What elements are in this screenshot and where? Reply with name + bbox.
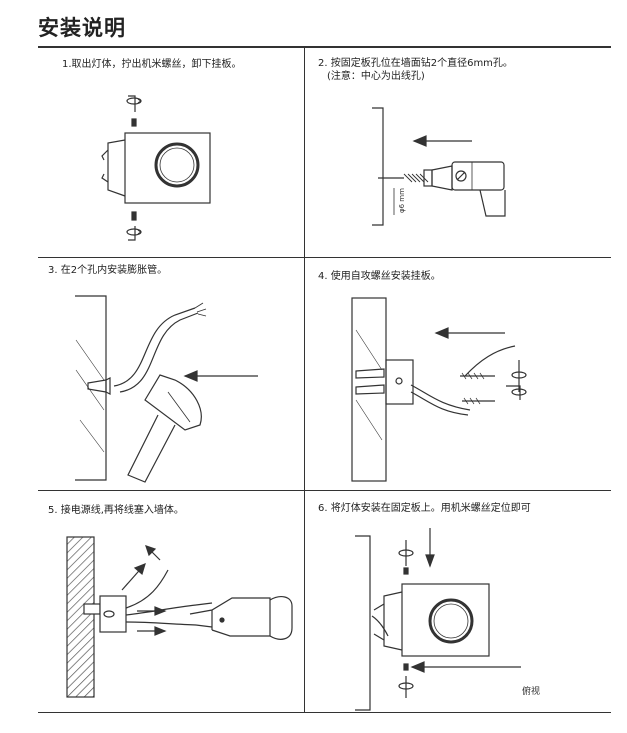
- step-2-caption: 2. 按固定板孔位在墙面钻2个直径6mm孔。: [318, 58, 513, 69]
- step-4-caption: 4. 使用自攻螺丝安装挂板。: [318, 271, 441, 282]
- step-6-caption: 6. 将灯体安装在固定板上。用机米螺丝定位即可: [318, 503, 531, 514]
- row-divider-2: [38, 490, 611, 491]
- top-view-label: 俯视: [522, 685, 540, 697]
- top-rule: [38, 46, 611, 48]
- step-2-note: (注意：中心为出线孔): [327, 71, 425, 82]
- page-title: 安装说明: [38, 16, 126, 40]
- column-divider: [304, 48, 305, 712]
- bottom-rule: [38, 712, 611, 713]
- step-5-caption: 5. 接电源线,再将线塞入墙体。: [48, 505, 184, 516]
- row-divider-1: [38, 257, 611, 258]
- step-1-caption: 1.取出灯体，拧出机米螺丝，卸下挂板。: [62, 59, 242, 70]
- step-3-caption: 3. 在2个孔内安装膨胀管。: [48, 265, 168, 276]
- drill-diameter-label: φ6 mm: [398, 188, 406, 213]
